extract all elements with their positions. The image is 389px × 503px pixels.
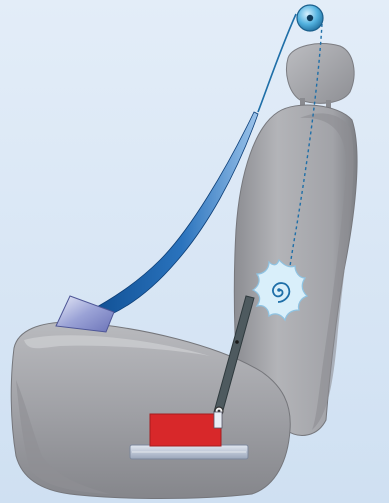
pulley-hub bbox=[307, 15, 313, 21]
rod-bracket bbox=[214, 412, 222, 428]
retractor-axle bbox=[277, 288, 281, 292]
belt-pillar-pulley bbox=[297, 5, 323, 31]
seat-headrest bbox=[287, 44, 355, 104]
pretensioner-unit bbox=[150, 414, 221, 446]
rod-bolt bbox=[235, 340, 239, 344]
seat-rail bbox=[130, 445, 248, 459]
